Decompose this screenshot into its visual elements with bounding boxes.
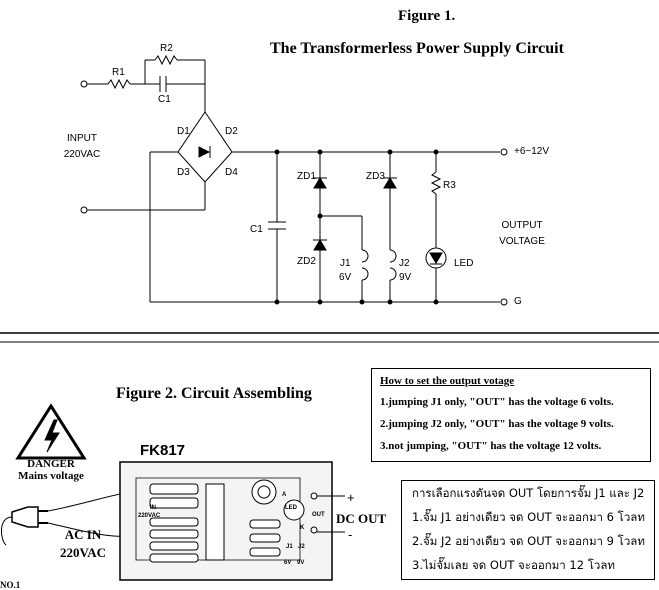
- dc-out-label: DC OUT: [336, 511, 387, 526]
- label-j1: J1: [340, 258, 351, 269]
- output-terminal-positive: [500, 148, 508, 156]
- label-output-voltage: VOLTAGE: [499, 236, 545, 247]
- page-number: NO.1: [0, 580, 21, 590]
- label-output-voltage-range: +6~12V: [514, 146, 550, 157]
- pcb-electrolytic: [251, 479, 277, 505]
- pcb-led: [283, 499, 305, 521]
- label-input: INPUT: [67, 133, 97, 144]
- figure2-title: Figure 2. Circuit Assembling: [116, 385, 312, 402]
- how-to-line: 2.jumping J2 only, "OUT" has the voltage…: [380, 418, 614, 430]
- danger-label: DANGER Mains voltage: [12, 458, 90, 482]
- figure1-title: Figure 1.: [398, 8, 456, 24]
- board-label-j1: J1: [286, 544, 293, 550]
- board-label-in: IN: [150, 505, 156, 511]
- thai-line: การเลือกแรงดันจด OUT โดยการจั๊ม J1 และ J…: [412, 486, 645, 500]
- thai-instructions-box: การเลือกแรงดันจด OUT โดยการจั๊ม J1 และ J…: [401, 480, 655, 580]
- resistor-r2: [154, 54, 178, 66]
- jumper-j2-top: [389, 249, 397, 263]
- how-to-box: How to set the output votage 1.jumping J…: [371, 368, 651, 462]
- mains-voltage-label: Mains voltage: [18, 470, 84, 482]
- label-r3: R3: [443, 180, 456, 191]
- dc-out-minus: -: [348, 527, 353, 542]
- bridge-diode-symbol: [198, 146, 211, 158]
- board-label-6v: 6V: [284, 560, 292, 566]
- board-label-j2: J2: [298, 544, 305, 550]
- kit-number: FK817: [140, 442, 186, 459]
- dc-out-plus: +: [347, 490, 355, 505]
- board-label-k: K: [300, 525, 305, 531]
- label-d1: D1: [177, 126, 190, 137]
- pcb-resistor: [149, 483, 199, 495]
- board-label-out: OUT: [312, 512, 325, 518]
- output-terminal-ground: [500, 298, 508, 306]
- thai-line: 1.จั๊ม J1 อย่างเดียว จด OUT จะออกมา 6 โว…: [412, 510, 645, 524]
- thai-line: 2.จั๊ม J2 อย่างเดียว จด OUT จะออกมา 9 โว…: [412, 534, 645, 548]
- label-zd1: ZD1: [297, 171, 316, 182]
- board-label-9v: 9V: [297, 560, 305, 566]
- zener-zd2: [313, 239, 327, 251]
- how-to-title: How to set the output votage: [380, 375, 515, 387]
- resistor-r1: [107, 78, 131, 90]
- how-to-line: 3.not jumping, "OUT" has the voltage 12 …: [380, 440, 602, 452]
- pcb-capacitor: [205, 483, 225, 561]
- danger-title: DANGER: [27, 458, 75, 470]
- label-c1: C1: [250, 224, 263, 235]
- ac-in-voltage: 220VAC: [60, 545, 106, 560]
- thai-line: 3.ไม่จั๊มเลย จด OUT จะออกมา 12 โวลท: [412, 558, 615, 572]
- jumper-j1-top: [361, 249, 369, 263]
- input-terminal-top: [80, 80, 88, 88]
- label-led: LED: [454, 258, 474, 269]
- label-r2: R2: [160, 43, 173, 54]
- jumper-j2-bottom: [389, 267, 397, 281]
- label-j2: J2: [399, 258, 410, 269]
- label-zd2: ZD2: [297, 256, 316, 267]
- ac-in-label: AC IN 220VAC: [46, 526, 120, 562]
- ac-in-title: AC IN: [64, 527, 102, 542]
- label-j2-voltage: 9V: [399, 272, 412, 283]
- board-label-220vac: 220VAC: [138, 513, 161, 519]
- label-r1: R1: [112, 67, 125, 78]
- resistor-r3: [430, 171, 442, 195]
- label-d2: D2: [225, 126, 238, 137]
- label-d4: D4: [225, 167, 238, 178]
- danger-warning-icon: [15, 403, 87, 460]
- pcb-out-plus-pad: [310, 492, 318, 500]
- label-input-voltage: 220VAC: [63, 149, 101, 160]
- label-c1-top: C1: [158, 94, 171, 105]
- board-label-a: A: [282, 492, 287, 498]
- input-terminal-bottom: [80, 206, 88, 214]
- label-ground: G: [514, 296, 522, 307]
- zener-zd3: [383, 177, 397, 189]
- board-label-led: LED: [285, 505, 297, 511]
- label-d3: D3: [177, 167, 190, 178]
- figure1-subtitle: The Transformerless Power Supply Circuit: [270, 40, 564, 57]
- label-j1-voltage: 6V: [339, 272, 352, 283]
- label-output: OUTPUT: [501, 220, 543, 231]
- how-to-line: 1.jumping J1 only, "OUT" has the voltage…: [380, 396, 614, 408]
- label-zd3: ZD3: [366, 171, 385, 182]
- ac-plug-icon: [11, 506, 39, 528]
- jumper-j1-bottom: [361, 267, 369, 281]
